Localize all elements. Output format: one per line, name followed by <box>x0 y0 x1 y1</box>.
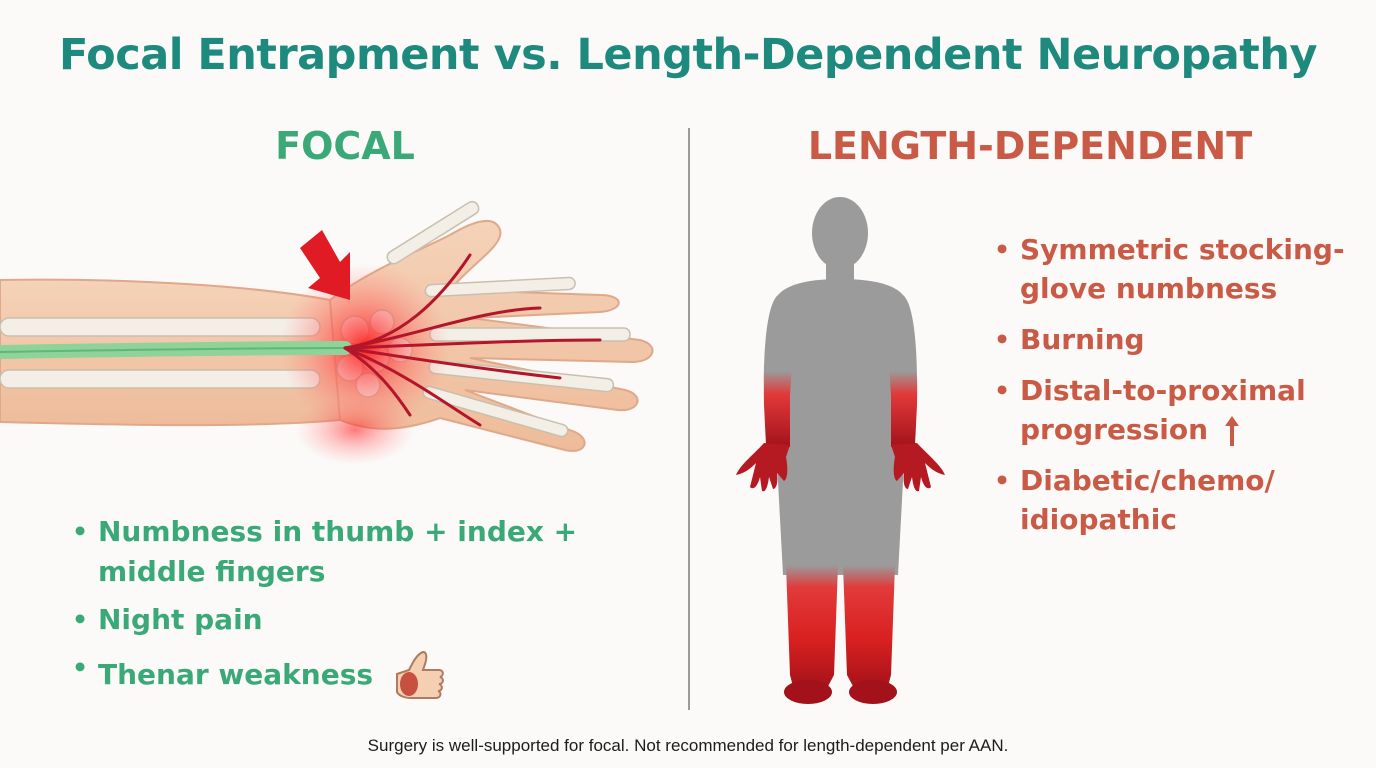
page-title: Focal Entrapment vs. Length-Dependent Ne… <box>59 30 1317 80</box>
length-dependent-heading: LENGTH-DEPENDENT <box>807 124 1253 168</box>
ld-bullet-causes: Diabetic/chemo/ idiopathic <box>994 461 1364 539</box>
focal-bullets: Numbness in thumb + index +middle finger… <box>72 512 577 712</box>
palm-hotspot <box>295 395 415 465</box>
focal-heading: FOCAL <box>275 124 415 168</box>
compression-arrow-icon <box>300 230 350 300</box>
length-dependent-bullets: Symmetric stocking-glove numbness Burnin… <box>994 230 1364 551</box>
footer-note: Surgery is well-supported for focal. Not… <box>367 736 1009 755</box>
ld-bullet-progression: Distal-to-proximal progression <box>994 371 1364 449</box>
focal-bullet-numbness: Numbness in thumb + index +middle finger… <box>72 512 577 592</box>
focal-bullet-night-pain: Night pain <box>72 600 577 640</box>
up-arrow-icon <box>1224 416 1239 446</box>
focal-bullet-thenar-weakness: Thenar weakness <box>72 648 577 704</box>
ld-bullet-burning: Burning <box>994 320 1364 359</box>
thumbs-up-thenar-icon <box>395 650 444 699</box>
body-silhouette-icon <box>736 197 945 704</box>
wrist-hand-illustration <box>0 200 654 465</box>
column-divider <box>688 128 690 710</box>
ld-bullet-symmetric: Symmetric stocking-glove numbness <box>994 230 1364 308</box>
nerve-branches <box>343 253 602 427</box>
